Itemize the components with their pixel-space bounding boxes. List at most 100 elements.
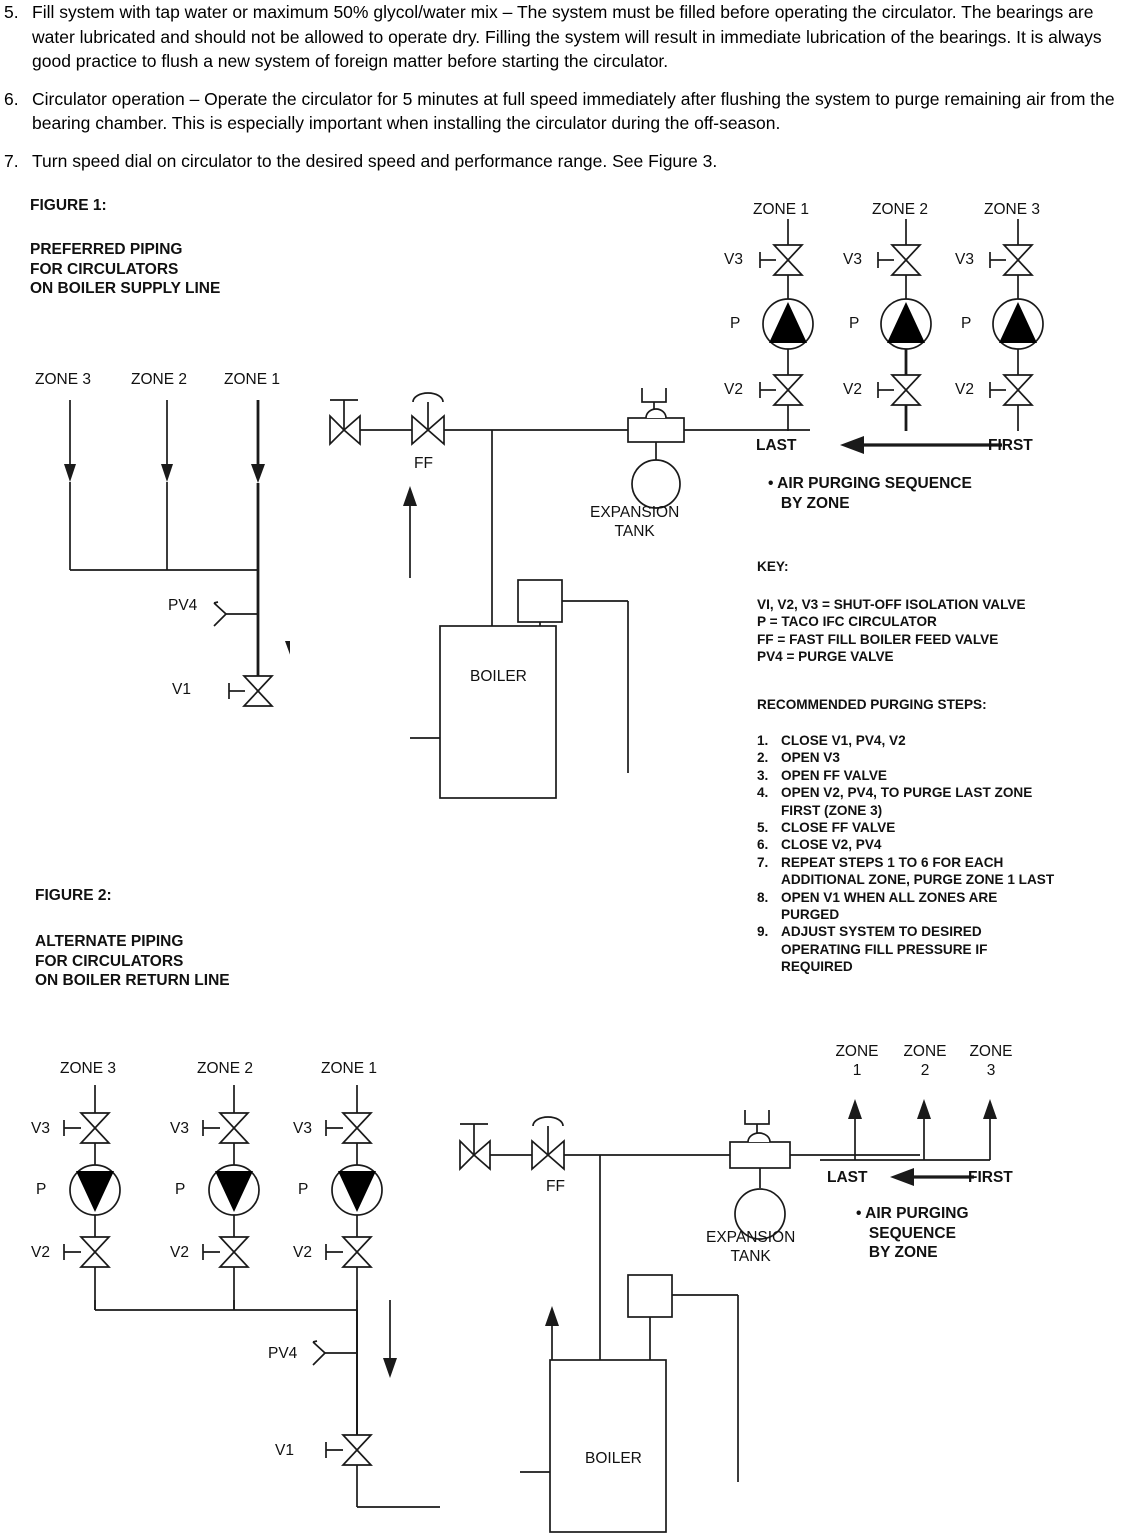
- valve-label-v2: V2: [170, 1244, 189, 1261]
- key-heading: KEY:: [757, 559, 789, 574]
- step-number: 8.: [757, 889, 769, 905]
- figure2-outlet-zone-label: ZONE 1: [835, 1043, 879, 1079]
- figure2-supply-piping-diagram: [459, 1110, 920, 1533]
- step-number: 3.: [757, 767, 769, 783]
- list-item: 5. Fill system with tap water or maximum…: [0, 0, 1124, 74]
- expansion-tank-label: EXPANSION TANK: [590, 504, 680, 540]
- valve-label-v2: V2: [955, 381, 974, 398]
- key-lines: VI, V2, V3 = SHUT-OFF ISOLATION VALVE P …: [757, 597, 1026, 665]
- purge-direction-arrow: [890, 1168, 974, 1186]
- step-text: OPEN V3: [781, 750, 840, 766]
- pump-label: P: [849, 315, 860, 332]
- step-text: OPEN V1 WHEN ALL ZONES ARE PURGED: [781, 889, 998, 923]
- pump-label: P: [298, 1181, 309, 1198]
- step-text: OPEN V2, PV4, TO PURGE LAST ZONE FIRST (…: [781, 785, 1033, 818]
- step-number: 4.: [757, 785, 769, 801]
- pump-label: P: [36, 1181, 47, 1198]
- valve-label-v3: V3: [955, 251, 974, 268]
- valve-label-v3: V3: [31, 1120, 50, 1137]
- first-label: FIRST: [968, 1169, 1013, 1186]
- figure2-return-manifold-diagram: [94, 1300, 440, 1508]
- figure1-supply-piping-diagram: [329, 388, 810, 799]
- figure2-zone-outlet-arrows: [820, 1099, 997, 1161]
- step-number: 6.: [757, 837, 769, 853]
- purging-steps-list: 1. CLOSE V1, PV4, V2 2. OPEN V3 3. OPEN …: [757, 732, 1119, 976]
- boiler-label: BOILER: [585, 1450, 642, 1467]
- figure1-top-zone-label: ZONE 1: [753, 201, 809, 218]
- step-item: 4. OPEN V2, PV4, TO PURGE LAST ZONE FIRS…: [757, 784, 1119, 819]
- figure2-outlet-zone-label: ZONE 2: [903, 1043, 947, 1079]
- figure1-top-zone-label: ZONE 2: [872, 201, 928, 218]
- figure1-left-zone-label: ZONE 3: [35, 371, 91, 388]
- step-text: ADJUST SYSTEM TO DESIRED OPERATING FILL …: [781, 924, 988, 975]
- last-label: LAST: [827, 1169, 868, 1186]
- valve-label-v2: V2: [724, 381, 743, 398]
- figure1-subtitle: PREFERRED PIPING FOR CIRCULATORS ON BOIL…: [30, 241, 221, 297]
- figure2-zone-label: ZONE 2: [197, 1060, 253, 1077]
- figure2-subtitle: ALTERNATE PIPING FOR CIRCULATORS ON BOIL…: [35, 933, 230, 989]
- list-item-text: Circulator operation – Operate the circu…: [32, 88, 1115, 134]
- expansion-tank-label: EXPANSION TANK: [706, 1229, 796, 1265]
- step-item: 7. REPEAT STEPS 1 TO 6 FOR EACH ADDITION…: [757, 854, 1119, 889]
- pump-label: P: [961, 315, 972, 332]
- figure2-zone-label: ZONE 3: [60, 1060, 116, 1077]
- figure1-left-zone-label: ZONE 1: [224, 371, 280, 388]
- figure1-title: FIGURE 1:: [30, 197, 107, 214]
- step-item: 6. CLOSE V2, PV4: [757, 836, 1119, 853]
- last-label: LAST: [756, 437, 797, 454]
- valve-label-v3: V3: [170, 1120, 189, 1137]
- boiler-label: BOILER: [470, 668, 527, 685]
- step-text: CLOSE V2, PV4: [781, 837, 882, 853]
- step-number: 1.: [757, 733, 769, 748]
- figure1-top-zone-label: ZONE 3: [984, 201, 1040, 218]
- valve-label-v3: V3: [293, 1120, 312, 1137]
- figure2-air-purging-note: • AIR PURGING SEQUENCE BY ZONE: [856, 1205, 969, 1261]
- valve-label-ff: FF: [546, 1178, 565, 1195]
- list-item-text: Turn speed dial on circulator to the des…: [32, 150, 718, 171]
- figure2-outlet-zone-label: ZONE 3: [969, 1043, 1013, 1079]
- valve-label-v3: V3: [843, 251, 862, 268]
- purging-steps-heading: RECOMMENDED PURGING STEPS:: [757, 697, 987, 712]
- step-item: 3. OPEN FF VALVE: [757, 767, 1119, 784]
- step-item: 2. OPEN V3: [757, 749, 1119, 766]
- figure1-left-zone-label: ZONE 2: [131, 371, 187, 388]
- step-item: 1. CLOSE V1, PV4, V2: [757, 732, 1119, 749]
- valve-label-v1: V1: [275, 1442, 294, 1459]
- step-text: CLOSE FF VALVE: [781, 820, 896, 836]
- list-item-number: 5.: [4, 2, 19, 22]
- step-number: 7.: [757, 854, 769, 870]
- step-item: 8. OPEN V1 WHEN ALL ZONES ARE PURGED: [757, 889, 1119, 924]
- step-item: 9. ADJUST SYSTEM TO DESIRED OPERATING FI…: [757, 923, 1119, 975]
- step-text: CLOSE V1, PV4, V2: [781, 733, 906, 748]
- step-text: REPEAT STEPS 1 TO 6 FOR EACH ADDITIONAL …: [781, 854, 1055, 888]
- step-number: 9.: [757, 924, 769, 940]
- list-item-number: 6.: [4, 88, 19, 109]
- valve-label-v2: V2: [843, 381, 862, 398]
- valve-label-pv4: PV4: [268, 1345, 298, 1362]
- list-item: 7. Turn speed dial on circulator to the …: [0, 149, 1124, 174]
- list-item-text: Fill system with tap water or maximum 50…: [32, 2, 1102, 71]
- purge-direction-arrow: [840, 436, 1002, 454]
- figure2-title: FIGURE 2:: [35, 887, 112, 904]
- pump-label: P: [175, 1181, 186, 1198]
- valve-label-pv4: PV4: [168, 597, 198, 614]
- figure1-air-purging-note: • AIR PURGING SEQUENCE BY ZONE: [768, 475, 972, 512]
- valve-v1-symbol: [228, 675, 274, 707]
- valve-label-v3: V3: [724, 251, 743, 268]
- valve-label-v2: V2: [293, 1244, 312, 1261]
- step-number: 2.: [757, 750, 769, 766]
- valve-label-v1: V1: [172, 681, 191, 698]
- step-text: OPEN FF VALVE: [781, 767, 887, 783]
- pump-label: P: [730, 315, 741, 332]
- figure1-zone-risers-diagram: [759, 219, 1044, 431]
- step-number: 5.: [757, 820, 769, 836]
- instruction-list: 5. Fill system with tap water or maximum…: [0, 0, 1124, 186]
- figure1-zone-returns-diagram: [64, 400, 290, 700]
- first-label: FIRST: [988, 437, 1033, 454]
- step-item: 5. CLOSE FF VALVE: [757, 819, 1119, 836]
- figure2-zone-risers-diagram: [63, 1085, 383, 1310]
- valve-label-ff: FF: [414, 455, 433, 472]
- list-item-number: 7.: [4, 150, 19, 171]
- list-item: 6. Circulator operation – Operate the ci…: [0, 87, 1124, 136]
- valve-label-v2: V2: [31, 1244, 50, 1261]
